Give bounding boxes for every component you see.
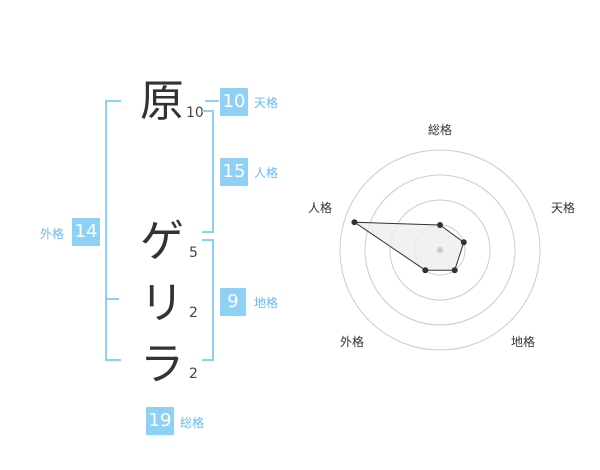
- radar-center-point: [437, 247, 443, 253]
- radar-label-gaikaku: 外格: [340, 335, 365, 349]
- radar-label-tenkaku: 天格: [551, 201, 576, 215]
- radar-point-3: [451, 267, 458, 274]
- radar-ring: [339, 149, 541, 351]
- radar-point-4: [422, 267, 429, 274]
- radar-point-1: [437, 222, 443, 228]
- tenkaku-label: 天格: [254, 96, 279, 110]
- tenkaku-badge: 10: [220, 88, 248, 116]
- radar-label-chikaku: 地格: [511, 335, 536, 349]
- soukaku-badge: 19: [146, 407, 174, 435]
- jinkaku-bracket: [202, 110, 214, 233]
- radar-point-5: [351, 219, 358, 226]
- radar-label-jinkaku: 人格: [308, 201, 333, 215]
- soukaku-label: 総格: [180, 416, 205, 430]
- gaikaku-label: 外格: [40, 227, 65, 241]
- gaikaku-badge: 14: [72, 218, 100, 246]
- radar-point-2: [460, 239, 467, 246]
- stroke-count-3: 2: [189, 305, 198, 321]
- radar-series-polygon: [352, 221, 465, 271]
- radar-ring: [389, 199, 491, 301]
- name-char-3: リ: [140, 278, 184, 329]
- chikaku-bracket: [202, 239, 214, 361]
- stroke-count-2: 5: [189, 245, 198, 261]
- name-char-1: 原: [140, 76, 184, 127]
- radar-ring: [364, 174, 516, 326]
- gaikaku-bracket-tick: [105, 298, 119, 300]
- chikaku-label: 地格: [254, 296, 279, 310]
- tenkaku-connector: [205, 100, 219, 102]
- jinkaku-badge: 15: [220, 158, 248, 186]
- jinkaku-label: 人格: [254, 166, 279, 180]
- stroke-count-4: 2: [189, 366, 198, 382]
- chikaku-badge: 9: [220, 288, 246, 316]
- radar-label-soukaku: 総格: [428, 123, 453, 137]
- gaikaku-bracket: [105, 100, 121, 361]
- stroke-count-1: 10: [186, 105, 204, 121]
- name-char-2: ゲ: [140, 216, 184, 267]
- name-char-4: ラ: [140, 339, 184, 390]
